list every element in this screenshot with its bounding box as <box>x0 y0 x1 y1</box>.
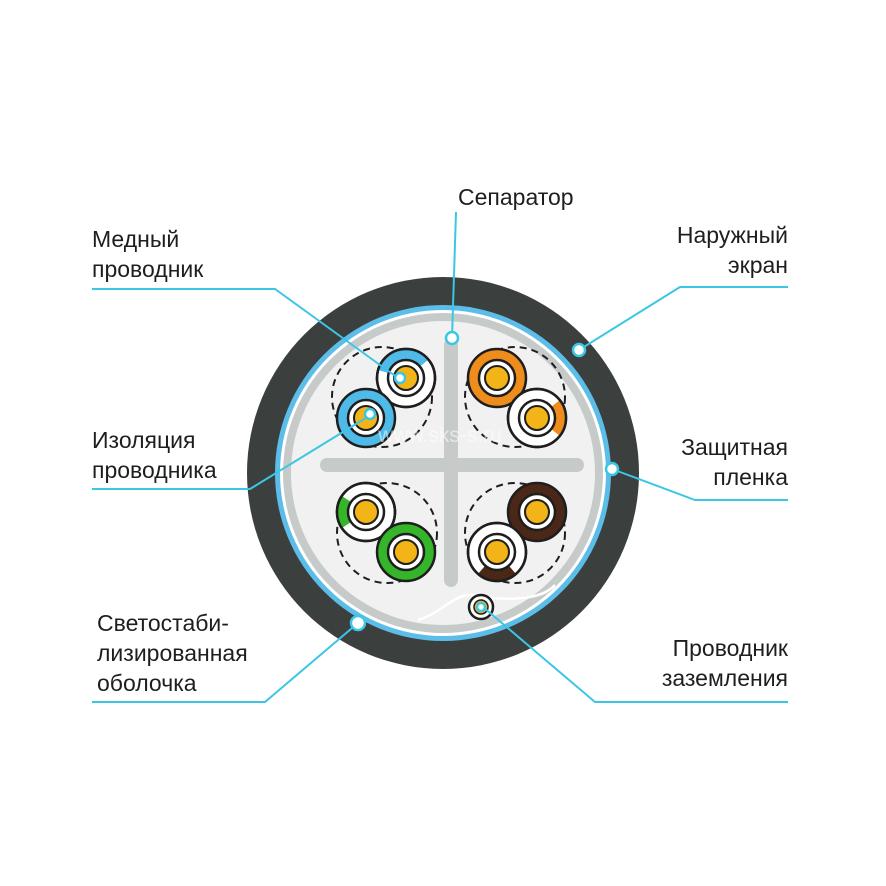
pair-green-shield <box>336 482 438 584</box>
label-film-line2: пленка <box>713 464 788 490</box>
marker-outer-screen <box>571 342 587 358</box>
conductor-orange-white <box>506 387 568 449</box>
label-copper-line1: Медный <box>92 226 179 252</box>
leader-outer-screen <box>578 286 788 351</box>
conductor-green-white <box>335 481 397 543</box>
label-separator: Сепаратор <box>458 184 574 210</box>
conductor-orange <box>466 347 528 409</box>
cable-core-area <box>291 321 595 625</box>
leader-film <box>611 468 788 501</box>
label-drain-line2: заземления <box>662 665 788 691</box>
leader-insulation <box>92 415 370 490</box>
marker-jacket <box>349 614 367 632</box>
label-jacket-line2: лизированная <box>97 640 248 666</box>
marker-film <box>604 461 620 477</box>
label-insulation-line2: проводника <box>92 457 217 483</box>
marker-insulation <box>363 407 377 421</box>
marker-separator <box>444 330 460 346</box>
label-outer-screen-line2: экран <box>728 252 788 278</box>
pair-orange-shield <box>464 346 566 448</box>
conductor-brown-white <box>466 521 528 583</box>
conductor-green <box>375 521 437 583</box>
label-jacket-line3: оболочка <box>97 670 197 696</box>
marker-drain <box>475 601 487 613</box>
leader-jacket <box>92 622 359 703</box>
label-copper-line2: проводник <box>92 256 204 282</box>
conductor-brown <box>506 481 568 543</box>
label-outer-screen-line1: Наружный <box>677 222 788 248</box>
label-insulation-line1: Изоляция <box>92 427 195 453</box>
leader-separator <box>451 211 457 339</box>
leader-drain <box>482 606 788 703</box>
pair-brown-shield <box>464 482 566 584</box>
marker-copper <box>393 371 407 385</box>
label-drain-line1: Проводник <box>673 635 789 661</box>
watermark-text: www.sks-s.ru <box>377 424 502 447</box>
pair-blue-shield <box>331 346 433 448</box>
leader-copper <box>92 288 399 379</box>
conductor-blue <box>335 387 397 449</box>
label-film-line1: Защитная <box>681 434 788 460</box>
label-jacket-line1: Светостаби- <box>97 610 229 636</box>
